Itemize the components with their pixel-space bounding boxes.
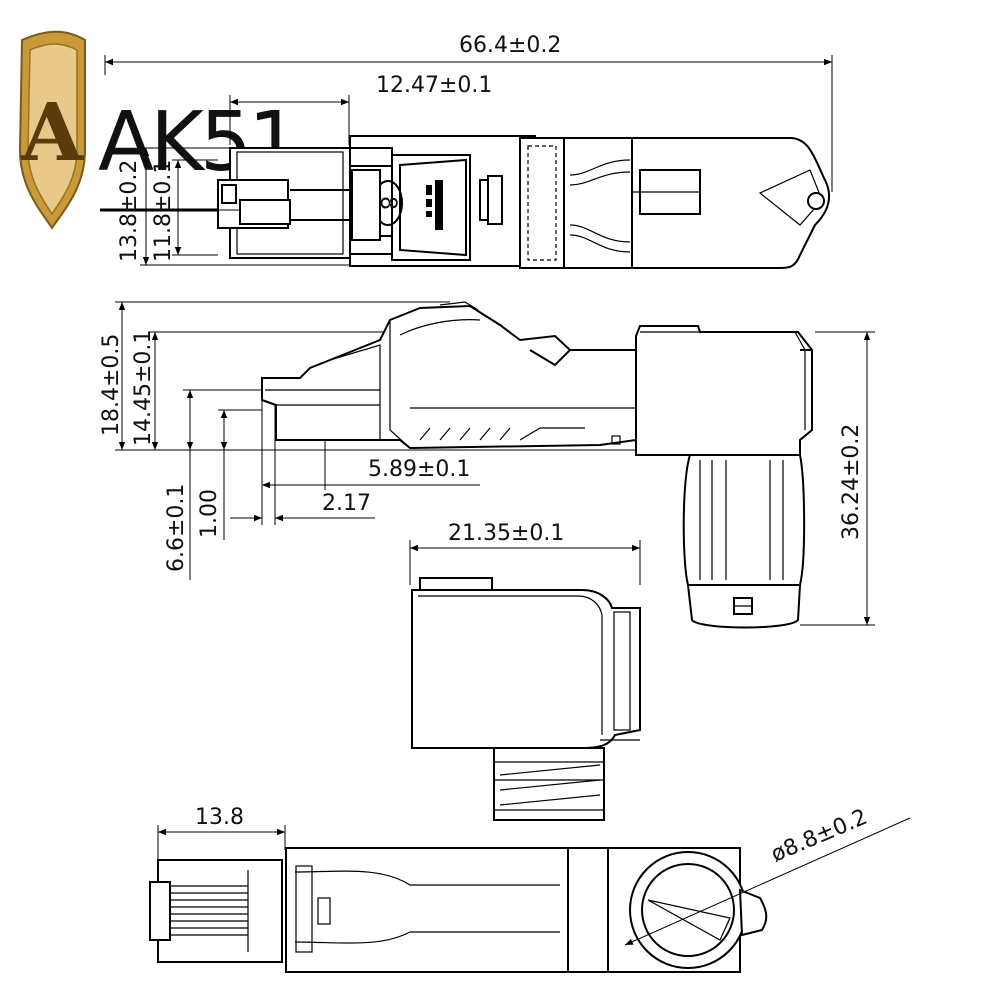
dim-width-outer: 13.8±0.2 xyxy=(117,160,142,262)
dim-width-inner: 11.8±0.1 xyxy=(151,160,176,262)
dim-plug-length: 12.47±0.1 xyxy=(376,73,492,98)
plug-contacts xyxy=(170,885,248,936)
pair-number-label: 8 xyxy=(375,196,400,210)
emblem-letter: A xyxy=(20,85,84,179)
dim-offset-a: 5.89±0.1 xyxy=(368,457,470,482)
dim-side-height: 36.24±0.2 xyxy=(839,424,864,540)
dim-height-c: 6.6±0.1 xyxy=(164,484,189,572)
shield-emblem-icon: A xyxy=(18,30,86,230)
side-view: 18.4±0.5 14.45±0.1 6.6±0.1 1.00 5.89±0.1… xyxy=(99,301,875,629)
dim-cap-width: 21.35±0.1 xyxy=(448,521,564,546)
dim-plug-width: 13.8 xyxy=(195,805,244,830)
cap-view: 21.35±0.1 xyxy=(409,521,641,821)
bottom-view: 13.8 ø8.8±0.2 xyxy=(149,805,911,973)
top-view: 66.4±0.2 12.47±0.1 13.8±0.2 11.8±0.1 8 xyxy=(104,33,833,269)
dim-total-length: 66.4±0.2 xyxy=(459,33,561,58)
dim-height-d: 1.00 xyxy=(197,489,222,538)
dim-height-body: 14.45±0.1 xyxy=(131,330,156,446)
dim-offset-b: 2.17 xyxy=(322,491,371,516)
dim-height-total: 18.4±0.5 xyxy=(99,334,124,436)
